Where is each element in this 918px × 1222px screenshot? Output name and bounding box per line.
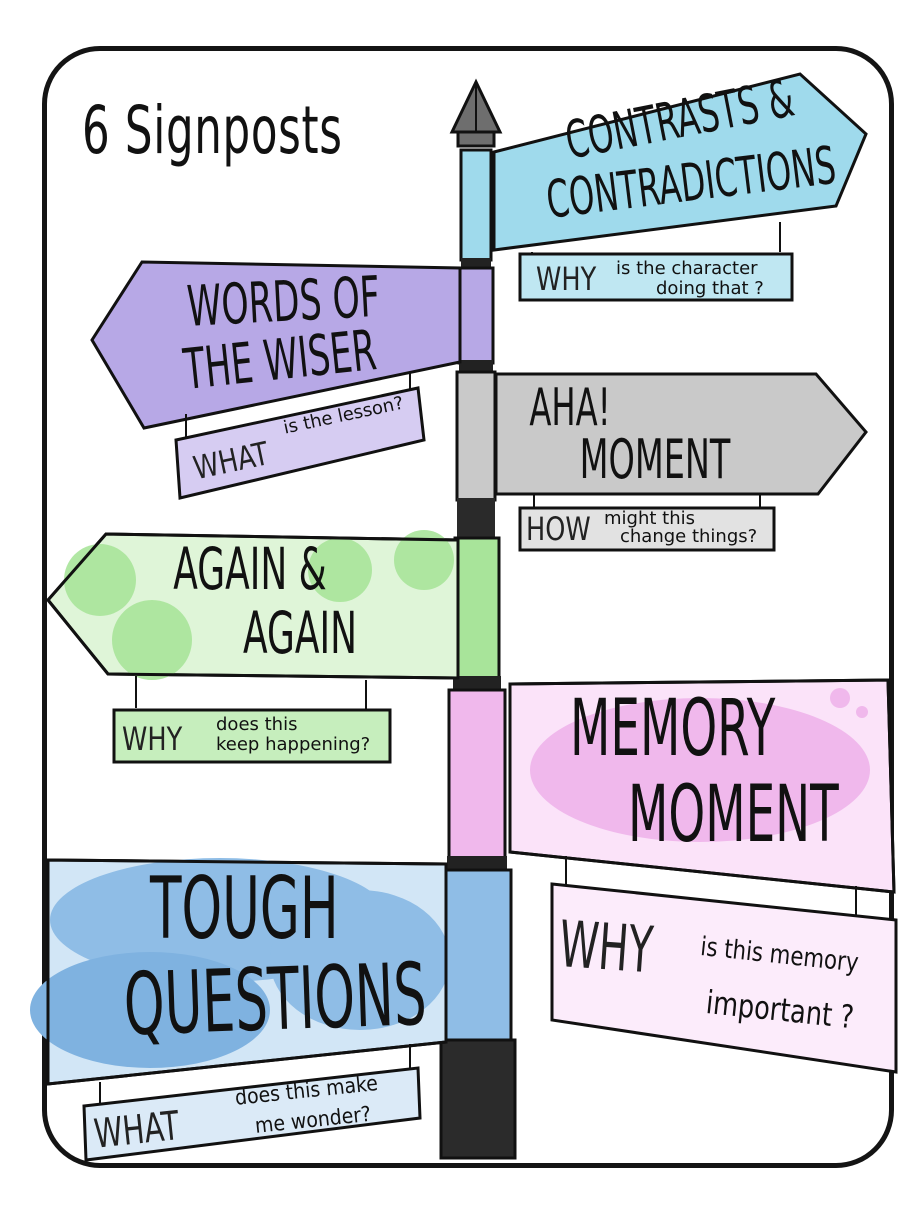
sign-title-tough-line1: TOUGH	[150, 859, 339, 959]
sign-again-and-again-arrow	[46, 530, 460, 764]
sign-tough-questions-board	[30, 858, 450, 1162]
question-rest-contrasts-line1: is the character	[616, 258, 758, 279]
sign-title-aha-line1: AHA!	[529, 378, 611, 438]
sign-title-aha-line2: MOMENT	[579, 428, 731, 491]
pole-finial-icon	[449, 78, 503, 148]
question-rest-aha-line2: change things?	[620, 526, 758, 547]
page-title: 6 Signposts	[82, 92, 343, 169]
question-word-aha: HOW	[526, 510, 591, 548]
signpost-pole	[439, 148, 517, 1160]
sign-title-again-line2: AGAIN	[243, 599, 357, 667]
question-word-tough: WHAT	[92, 1103, 182, 1158]
sign-title-again-line1: AGAIN &	[173, 535, 327, 603]
sign-aha-moment-arrow	[494, 372, 868, 552]
sign-memory-moment-board	[508, 678, 898, 1074]
question-word-again: WHY	[122, 720, 183, 758]
question-rest-aha-line1: might this	[604, 508, 695, 529]
question-rest-contrasts-line2: doing that ?	[656, 278, 764, 299]
question-rest-again-line1: does this	[216, 714, 298, 735]
question-word-memory: WHY	[556, 908, 656, 989]
sign-title-memory-line2: MOMENT	[628, 770, 839, 860]
sign-title-memory-line1: MEMORY	[570, 684, 776, 774]
sign-title-tough-line2: QUESTIONS	[122, 944, 429, 1056]
question-word-contrasts: WHY	[536, 260, 597, 298]
question-rest-again-line2: keep happening?	[216, 734, 371, 755]
sign-words-of-the-wiser-arrow	[90, 260, 462, 500]
sign-contrasts-arrow	[492, 72, 868, 302]
